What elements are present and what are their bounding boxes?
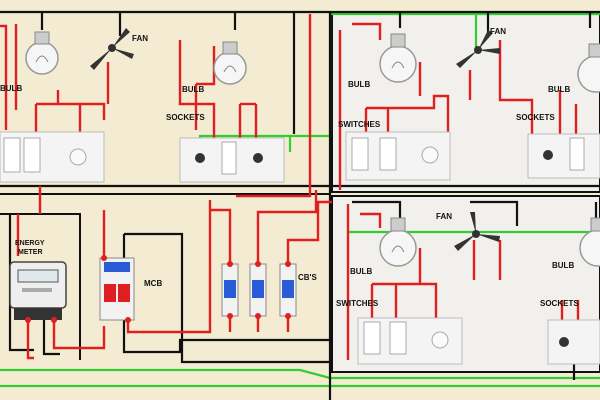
terminal-dots: [25, 255, 291, 323]
bulb-icon: [379, 33, 417, 83]
switchboard-top-right: [345, 131, 451, 181]
bulb-label: BULB: [350, 267, 372, 276]
switchboard-bottom-right: [357, 317, 463, 365]
bulb-icon: [25, 31, 59, 75]
switches-label: SWITCHES: [336, 299, 379, 308]
panel-area-border: [0, 213, 81, 360]
mcb: [99, 257, 135, 321]
socket-board-top-left: [179, 137, 285, 183]
bulb-label: BULB: [348, 80, 370, 89]
neutral-wires: [0, 10, 600, 400]
fan-icon: [454, 212, 500, 251]
fan-label: FAN: [132, 34, 148, 43]
circuit-breaker: [279, 263, 297, 317]
energy-meter-label: METER: [18, 249, 43, 256]
socket-board-top-right: [527, 133, 600, 179]
fan-label: FAN: [436, 212, 452, 221]
bulb-icon: [579, 217, 600, 267]
energy-meter-label: ENERGY: [15, 240, 45, 247]
fan-label: FAN: [490, 27, 506, 36]
switchboard-top-left: [0, 131, 105, 183]
fan-icon: [456, 30, 500, 68]
live-wires: [0, 14, 600, 360]
bulb-label: BULB: [0, 84, 22, 93]
sockets-label: SOCKETS: [166, 113, 205, 122]
sockets-label: SOCKETS: [540, 299, 579, 308]
bulb-label: BULB: [548, 85, 570, 94]
sockets-label: SOCKETS: [516, 113, 555, 122]
bulb-label: BULB: [182, 85, 204, 94]
mcb-label: MCB: [144, 279, 162, 288]
bulb-icon: [213, 41, 247, 85]
bulb-label: BULB: [552, 261, 574, 270]
circuit-breaker: [221, 263, 239, 317]
cbs-label: CB'S: [298, 273, 317, 282]
circuit-breaker: [249, 263, 267, 317]
bulb-icon: [577, 43, 600, 93]
bulb-icon: [379, 217, 417, 267]
energy-meter: [9, 261, 67, 320]
switches-label: SWITCHES: [338, 120, 381, 129]
fan-icon: [90, 28, 134, 70]
socket-board-bottom-right: [547, 319, 600, 365]
